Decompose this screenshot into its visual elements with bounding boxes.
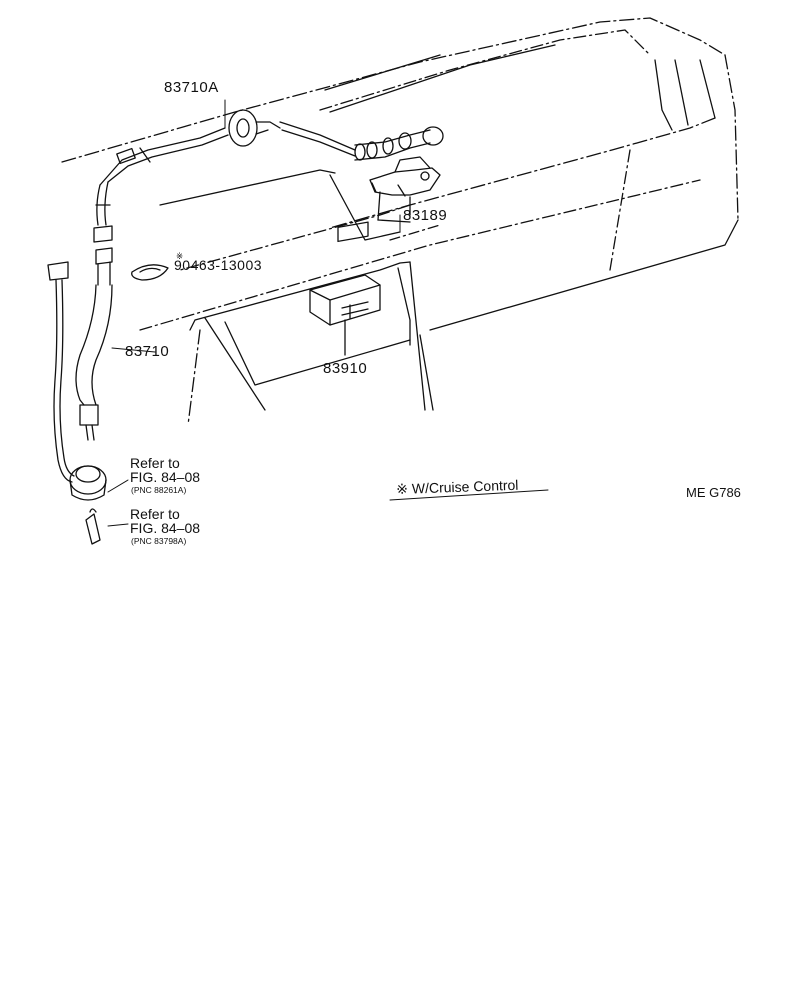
refer-2-line-2: FIG. 84–08 [130,520,201,536]
cable-clamp [131,264,169,281]
leader-lines [107,99,549,527]
cruise-control-note: ※ W/Cruise Control [395,476,519,497]
part-label-90463-13003: 90463-13003 [174,257,263,273]
bulb [85,508,101,545]
speed-sensor [369,156,441,223]
diagram-code: ME G786 [686,485,741,500]
refer-1-line-3: (PNC 88261A) [131,485,187,495]
cruise-computer [309,221,381,356]
refer-2-line-3: (PNC 83798A) [131,536,187,546]
console-outline [187,261,434,426]
speedometer-cable-a [93,109,444,243]
wire-harness [47,261,107,501]
refer-2-line-1: Refer to [130,506,180,522]
refer-1-line-1: Refer to [130,455,180,471]
part-label-83710a: 83710A [164,79,219,96]
speedometer-cable [75,247,113,441]
dashboard-outline [61,17,739,331]
part-label-83710: 83710 [125,343,170,360]
part-label-83910: 83910 [323,360,368,377]
refer-1-line-2: FIG. 84–08 [130,469,201,485]
part-label-83189: 83189 [403,207,448,224]
clamp-mark: ※ [176,251,184,261]
